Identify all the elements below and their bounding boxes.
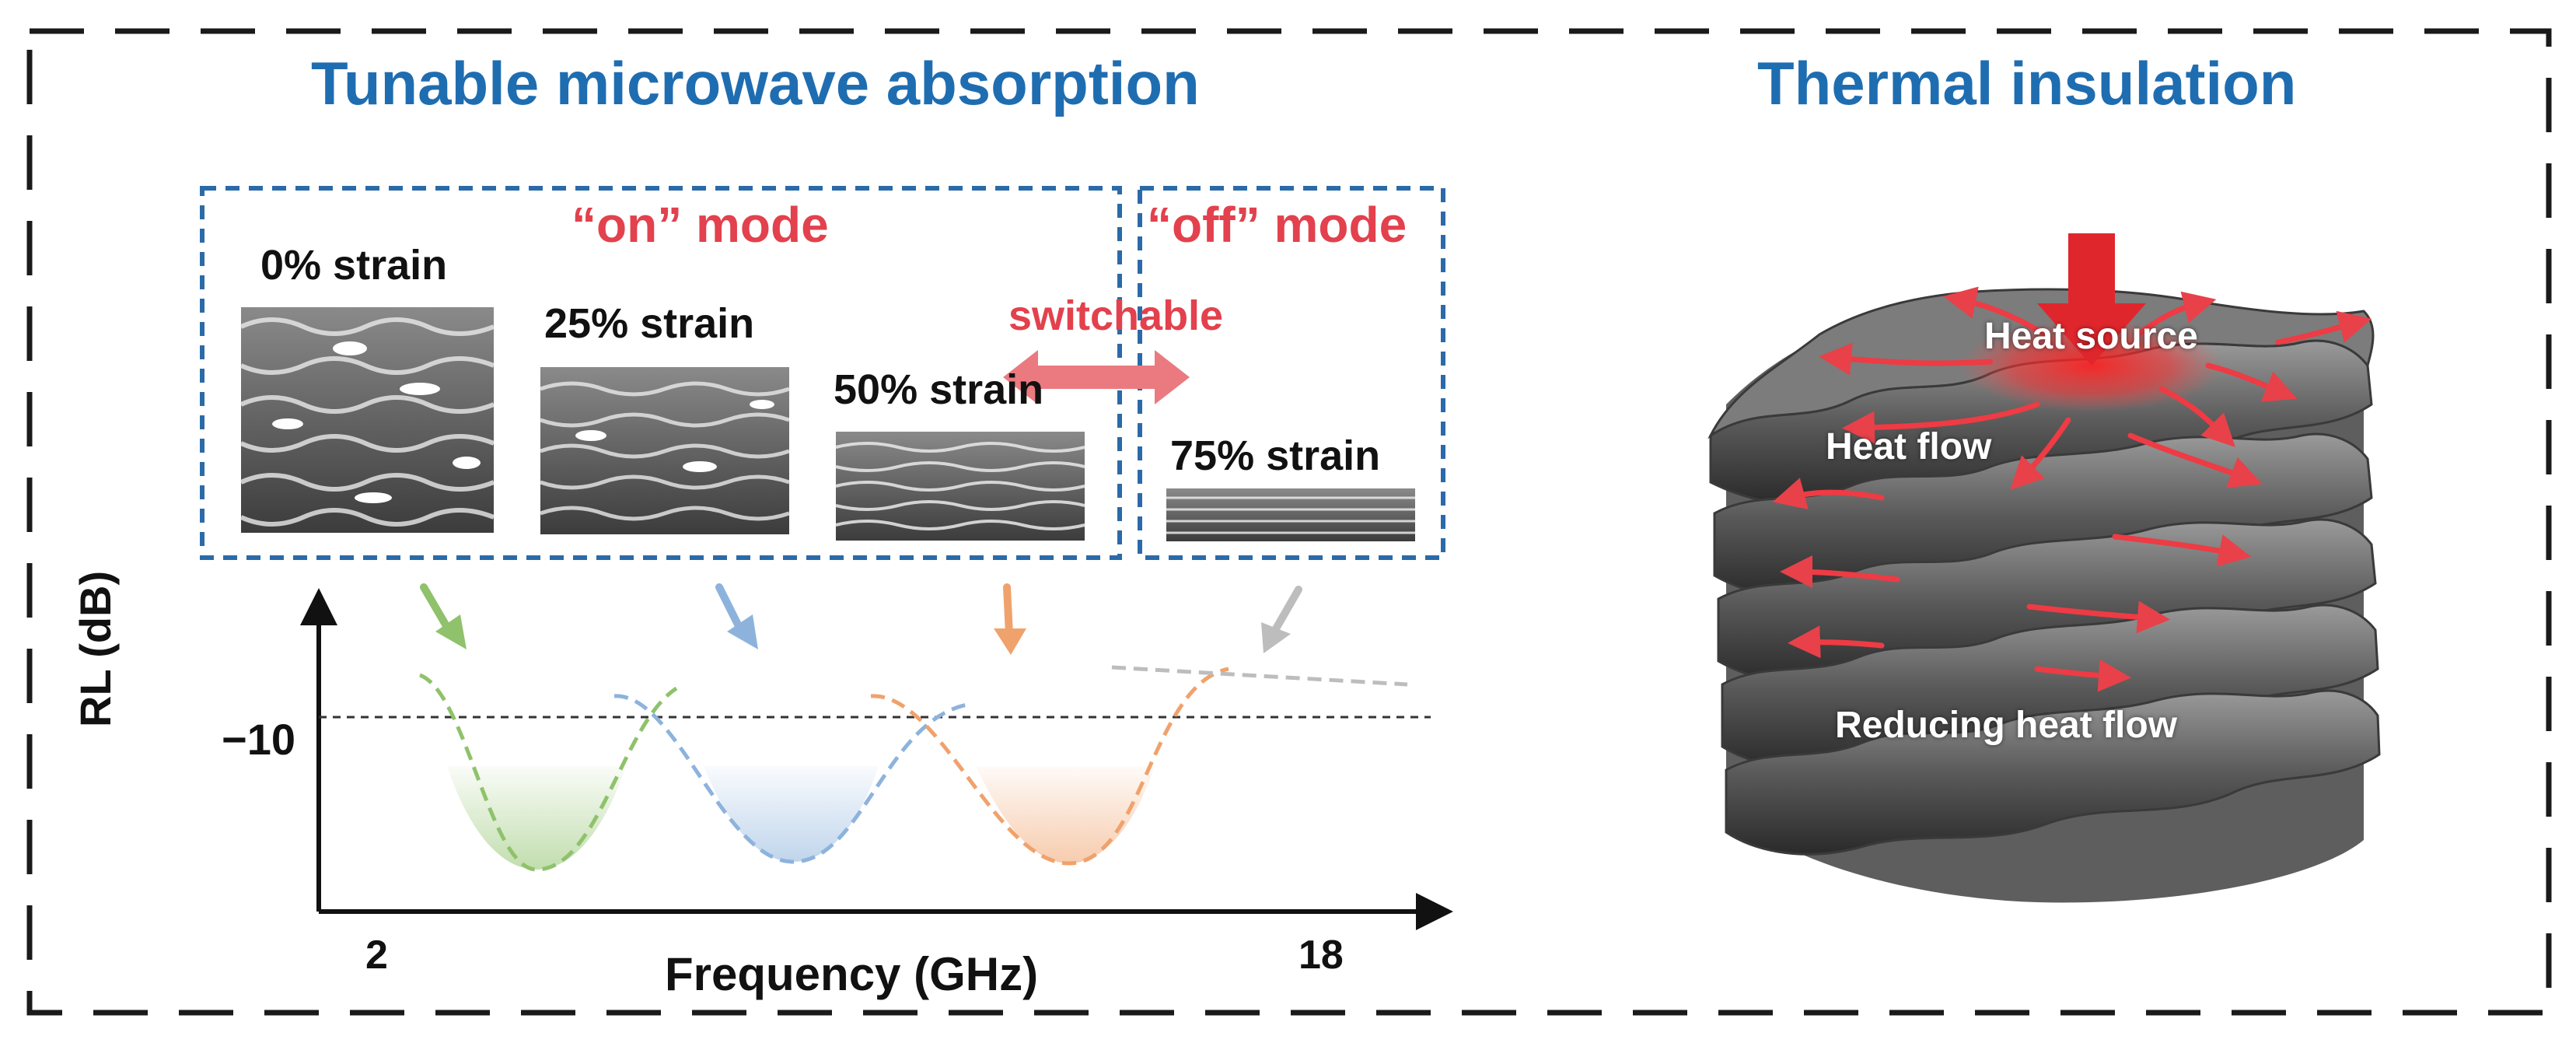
curve-blue bbox=[613, 694, 973, 864]
sample-25-strain bbox=[540, 367, 790, 534]
off-mode-box bbox=[1138, 186, 1445, 560]
y-tick-minus10: −10 bbox=[222, 715, 295, 764]
curve-orange bbox=[870, 667, 1229, 866]
strain-label-25: 25% strain bbox=[544, 300, 755, 347]
pointer-arrows bbox=[420, 583, 1302, 655]
thermal-stack bbox=[1707, 288, 2381, 903]
heat-source-arrow-icon bbox=[2037, 233, 2146, 366]
plot-axes bbox=[300, 588, 1453, 930]
reducing-heat-flow-label: Reducing heat flow bbox=[1835, 705, 2178, 746]
x-tick-max: 18 bbox=[1298, 933, 1344, 978]
x-axis-label: Frequency (GHz) bbox=[665, 948, 1039, 1000]
curve-gray bbox=[1111, 665, 1408, 687]
on-mode-label: “on” mode bbox=[571, 197, 829, 253]
off-mode-label: “off” mode bbox=[1147, 197, 1407, 253]
x-tick-min: 2 bbox=[365, 933, 388, 978]
heat-source-label: Heat source bbox=[1984, 316, 2198, 357]
strain-label-50: 50% strain bbox=[834, 366, 1044, 413]
sample-75-strain bbox=[1166, 488, 1415, 541]
sample-50-strain bbox=[835, 432, 1085, 541]
strain-label-0: 0% strain bbox=[260, 242, 448, 289]
heat-flow-label: Heat flow bbox=[1826, 426, 1992, 467]
heat-flow-arrows bbox=[1772, 286, 2372, 692]
left-panel-title: Tunable microwave absorption bbox=[311, 49, 1200, 117]
sample-0-strain bbox=[239, 307, 495, 533]
curve-green bbox=[418, 673, 678, 872]
switchable-double-arrow bbox=[1003, 350, 1190, 404]
outer-dashed-frame bbox=[26, 28, 2552, 1016]
switchable-label: switchable bbox=[1008, 292, 1224, 339]
strain-label-75: 75% strain bbox=[1170, 432, 1381, 479]
y-axis-label: RL (dB) bbox=[71, 570, 120, 727]
right-panel-title: Thermal insulation bbox=[1757, 49, 2297, 117]
